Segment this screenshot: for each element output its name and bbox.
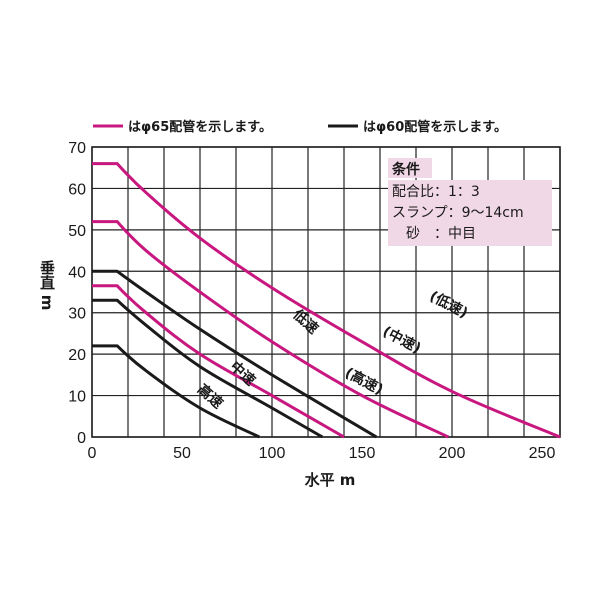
- tick-labels: 0 50 100 150 200 250 0 10 20 30 40 50 60 70: [68, 140, 555, 462]
- y-tick-label: 20: [68, 347, 86, 364]
- x-tick-label: 200: [439, 445, 466, 462]
- series-line-phi65-2: [92, 284, 345, 439]
- series-line-phi60-4: [92, 298, 324, 439]
- x-tick-label: 0: [88, 445, 97, 462]
- x-tick-label: 50: [173, 445, 191, 462]
- series-line-phi60-3: [92, 269, 378, 439]
- series-line-phi65-0: [92, 162, 561, 439]
- legend-label-phi60: はφ60配管を示します。: [363, 119, 507, 135]
- x-axis-title: 水平 m: [305, 471, 356, 489]
- plot-frame: [91, 146, 561, 438]
- series-line-phi60-5: [92, 344, 261, 439]
- conditions-title-bg: [388, 158, 432, 178]
- curve-speed-label: (中速): [380, 323, 424, 357]
- curve-speed-label: (低速): [427, 288, 471, 322]
- curve-speed-label: 低速: [289, 305, 322, 337]
- y-tick-label: 10: [68, 389, 86, 406]
- legend: はφ65配管を示します。 はφ60配管を示します。: [93, 119, 507, 135]
- x-tick-label: 250: [529, 445, 556, 462]
- conditions-line-mix: 配合比：1：3: [392, 184, 480, 200]
- conditions-title: 条件: [391, 161, 420, 178]
- x-tick-label: 150: [349, 445, 376, 462]
- y-tick-label: 40: [68, 264, 86, 281]
- y-tick-label: 0: [77, 430, 86, 447]
- conditions-body-bg: [388, 180, 552, 246]
- y-tick-label: 30: [68, 306, 86, 323]
- y-tick-label: 60: [68, 181, 86, 198]
- conditions-box: 条件 配合比：1：3 スランプ：9〜14cm 砂 ：中目: [388, 158, 552, 246]
- y-tick-label: 50: [68, 223, 86, 240]
- grid: [91, 146, 561, 438]
- y-tick-label: 70: [68, 140, 86, 157]
- x-tick-label: 100: [259, 445, 286, 462]
- legend-label-phi65: はφ65配管を示します。: [128, 119, 272, 135]
- y-axis-title: 垂直 m: [38, 259, 56, 311]
- series-line-phi65-1: [92, 220, 450, 439]
- conditions-line-slump: スランプ：9〜14cm: [392, 205, 524, 221]
- conditions-line-sand: 砂 ：中目: [392, 226, 476, 242]
- series-lines: [92, 162, 561, 439]
